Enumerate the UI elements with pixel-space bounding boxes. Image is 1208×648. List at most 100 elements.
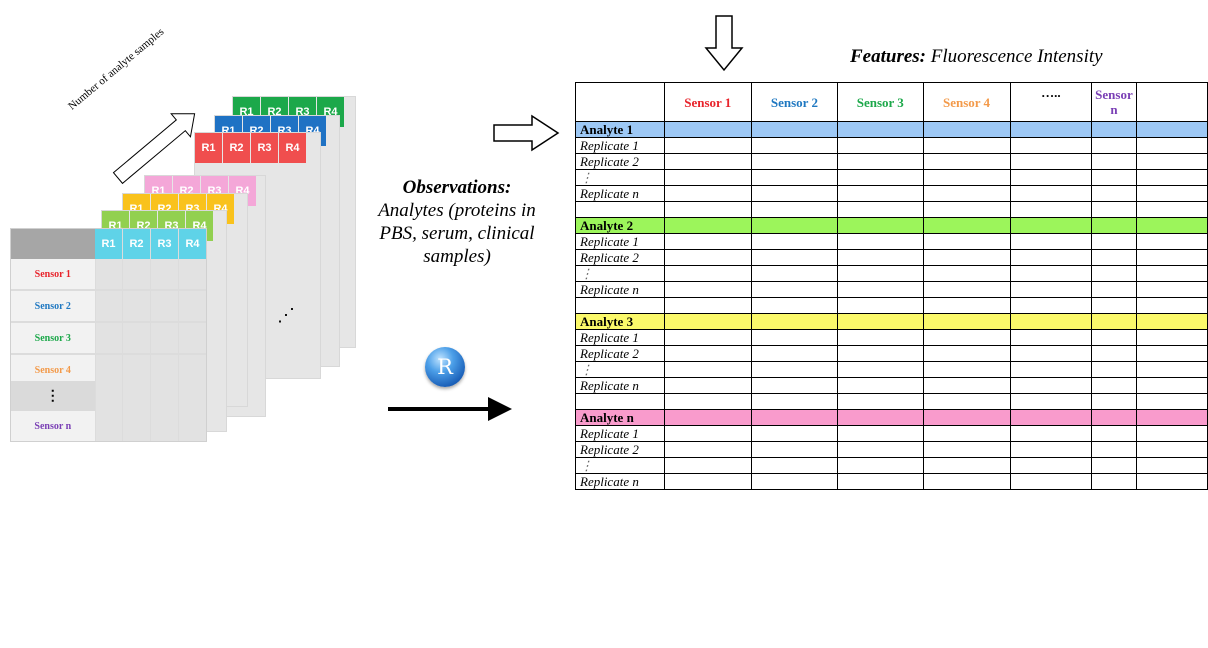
header-ellipsis: …..: [1009, 82, 1093, 122]
value-cell: [922, 441, 1011, 458]
analyte-cell: [837, 121, 924, 138]
value-cell: [750, 441, 839, 458]
value-cell: [837, 345, 924, 362]
analyte-cell: [663, 121, 752, 138]
spacer-cell: [663, 201, 752, 218]
spacer-cell: [575, 393, 665, 410]
value-cell: [663, 185, 752, 202]
analyte-cell: [1009, 409, 1093, 426]
value-cell: [1009, 153, 1093, 170]
spacer-cell: [837, 393, 924, 410]
value-cell: [663, 233, 752, 250]
value-cell: [1091, 473, 1137, 490]
value-cell: [750, 361, 839, 378]
spacer-cell: [1135, 393, 1208, 410]
value-cell: [837, 441, 924, 458]
value-cell: [1009, 233, 1093, 250]
value-cell: [750, 153, 839, 170]
replicate-ellipsis: ⋮: [575, 361, 665, 378]
value-cell: [1091, 281, 1137, 298]
analyte-cell: [922, 121, 1011, 138]
value-cell: [922, 473, 1011, 490]
stack-ellipsis: ⋰: [277, 305, 295, 325]
replicate-label: Replicate 1: [575, 329, 665, 346]
value-cell: [1135, 425, 1208, 442]
replicate-label: Replicate 1: [575, 425, 665, 442]
value-cell: [663, 425, 752, 442]
value-cell: [750, 233, 839, 250]
replicate-row: Replicate 2: [575, 249, 1208, 266]
value-cell: [1091, 265, 1137, 282]
value-cell: [663, 361, 752, 378]
analyte-cell: [837, 313, 924, 330]
analyte-cell: [922, 409, 1011, 426]
sensor-row: Sensor 4: [11, 355, 206, 385]
value-cell: [1091, 441, 1137, 458]
value-cell: [1135, 281, 1208, 298]
replicate-row: Replicate 2: [575, 345, 1208, 362]
value-cell: [837, 169, 924, 186]
value-cell: [1091, 169, 1137, 186]
value-cell: [750, 457, 839, 474]
replicate-label: Replicate 1: [575, 233, 665, 250]
spacer-cell: [1091, 297, 1137, 314]
spacer-cell: [575, 297, 665, 314]
replicate-row: Replicate n: [575, 185, 1208, 202]
analyte-cell: [837, 409, 924, 426]
value-cell: [837, 185, 924, 202]
value-cell: [663, 265, 752, 282]
value-cell: [1091, 153, 1137, 170]
value-cell: [1091, 457, 1137, 474]
replicate-label: Replicate 1: [575, 137, 665, 154]
sensor-label: Sensor 1: [11, 259, 95, 289]
observations-text: Analytes (proteins in PBS, serum, clinic…: [378, 200, 536, 267]
value-cell: [837, 473, 924, 490]
value-cell: [1135, 169, 1208, 186]
value-cell: [663, 441, 752, 458]
value-cell: [1091, 345, 1137, 362]
header-sensor-1: Sensor 1: [663, 82, 752, 122]
analyte-cell: [1135, 313, 1208, 330]
value-cell: [922, 249, 1011, 266]
spacer-cell: [1009, 201, 1093, 218]
hdr-cell: R2: [223, 133, 250, 163]
spacer-cell: [922, 297, 1011, 314]
analyte-cell: [1009, 121, 1093, 138]
header-sensor-3: Sensor 3: [837, 82, 924, 122]
replicate-ellipsis: ⋮: [575, 457, 665, 474]
value-cell: [750, 249, 839, 266]
value-cell: [1135, 137, 1208, 154]
value-cell: [1091, 249, 1137, 266]
spacer-cell: [575, 201, 665, 218]
spacer-cell: [1135, 201, 1208, 218]
spacer-cell: [1091, 201, 1137, 218]
value-cell: [663, 345, 752, 362]
analyte-cell: [663, 313, 752, 330]
spacer-cell: [837, 201, 924, 218]
value-cell: [1091, 361, 1137, 378]
value-cell: [922, 425, 1011, 442]
sensor-row: Sensor n: [11, 411, 206, 441]
spacer-row: [575, 201, 1208, 218]
value-cell: [1135, 185, 1208, 202]
right-arrow-outline: [493, 114, 560, 152]
replicate-row: Replicate n: [575, 281, 1208, 298]
header-row: Sensor 1 Sensor 2 Sensor 3 Sensor 4 ….. …: [575, 82, 1208, 122]
spacer-cell: [1135, 297, 1208, 314]
value-cell: [922, 377, 1011, 394]
value-cell: [922, 345, 1011, 362]
value-cell: [1135, 457, 1208, 474]
replicate-header: R2: [123, 229, 150, 259]
value-cell: [1009, 457, 1093, 474]
value-cell: [922, 329, 1011, 346]
value-cell: [1135, 345, 1208, 362]
replicate-row: Replicate 1: [575, 233, 1208, 250]
replicate-header: R4: [179, 229, 206, 259]
sensor-label: Sensor n: [11, 411, 95, 441]
value-cell: [663, 281, 752, 298]
analyte-cell: [837, 217, 924, 234]
value-cell: [750, 169, 839, 186]
samples-arrow: [112, 113, 196, 185]
value-cell: [750, 185, 839, 202]
header-sensor-n: Sensor n: [1091, 82, 1137, 122]
